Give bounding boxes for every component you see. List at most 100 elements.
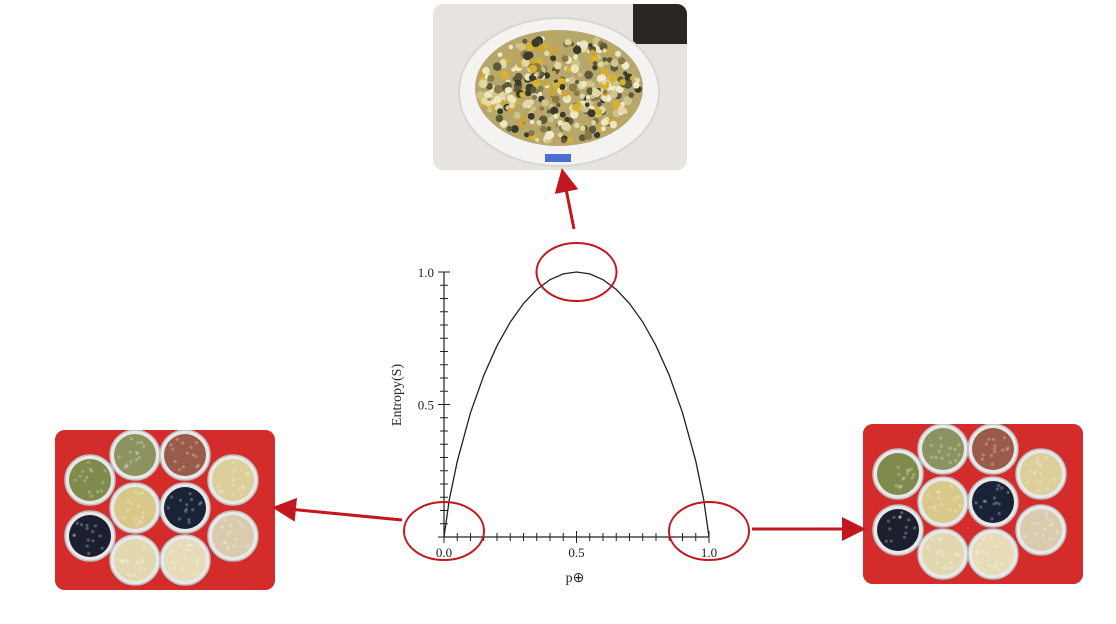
bean-texture [128,450,132,454]
bean-texture [989,536,993,540]
bean-texture [240,484,244,489]
bean-texture [237,488,241,492]
bean-texture [886,519,891,523]
bean-texture [189,543,193,547]
bean-texture [992,450,997,454]
mixed-bean [536,45,544,53]
bean-texture [135,523,139,527]
mixed-bean [615,50,621,57]
bean-texture [99,489,103,493]
bean-texture [956,495,960,499]
bean-texture [907,518,911,522]
bean-texture [949,561,953,565]
mixed-bean [598,61,604,68]
bean-texture [86,538,90,542]
bean-texture [130,502,134,506]
bean-texture [244,471,248,476]
bean-texture [171,560,175,564]
bean-texture [987,437,991,441]
bean-texture [937,490,941,494]
bean-texture [1002,436,1007,440]
mixed-bean [537,91,543,97]
mixed-bean [515,79,522,87]
bean-texture [143,568,147,572]
bean-texture [91,530,95,534]
bean-texture [240,524,244,528]
bean-texture [126,508,130,512]
bean-dish-contents [164,539,206,581]
x-tick-label: 0.5 [568,545,584,560]
bean-texture [948,460,952,465]
bean-texture [139,566,143,570]
bean-texture [85,523,89,527]
bean-texture [135,561,139,565]
bean-texture [1055,529,1059,533]
bean-texture [136,441,140,445]
bean-texture [234,537,238,541]
bean-texture [954,509,958,513]
bean-texture [98,534,102,538]
bean-texture [193,572,197,576]
bean-dish-contents [69,459,111,501]
mixed-bean [610,59,619,67]
bean-texture [941,553,945,557]
bean-texture [1046,487,1050,491]
bean-texture [978,542,982,546]
mixed-bean [551,70,557,75]
bean-texture [997,483,1001,488]
bean-texture [1038,472,1043,476]
mixed-beans-photo [433,4,687,170]
bean-texture [142,546,146,550]
mixed-bean [572,103,581,112]
bean-texture [103,469,107,473]
bean-texture [196,558,200,562]
bean-texture [906,469,910,473]
bean-texture [87,490,91,494]
mixed-bean [524,132,529,138]
mixed-bean [507,107,514,114]
bean-texture [1033,470,1037,474]
bean-texture [930,455,934,459]
bean-texture [129,437,133,441]
bean-texture [948,508,952,512]
bean-texture [216,484,221,489]
bean-texture [126,499,130,503]
mixed-bean [594,131,601,139]
bean-texture [984,442,988,446]
bean-texture [87,551,91,555]
mixed-bean [566,66,572,73]
bean-texture [83,479,87,483]
mixed-bean [572,45,582,55]
mixed-bean [535,137,539,142]
x-tick-label: 0.0 [436,545,452,560]
mixed-bean [539,106,545,111]
bean-texture [910,476,914,480]
mixed-bean [608,74,617,83]
bean-texture [884,539,888,543]
highlight-circle [535,242,618,302]
bean-texture [218,490,222,494]
mixed-bean [609,90,618,99]
bean-texture [229,530,233,534]
mixed-bean [602,48,607,53]
bean-dish-contents [69,515,111,557]
mixed-bean [554,61,562,70]
bean-texture [194,441,199,445]
bean-texture [124,558,129,562]
mixed-bean [588,43,593,48]
bean-texture [177,517,181,521]
bean-texture [976,551,981,555]
mixed-bean [574,79,580,85]
mixed-bean [600,118,608,126]
bean-dish-contents [922,533,964,575]
mixed-bean [565,78,570,83]
mixed-bean [601,126,606,131]
mixed-bean [602,80,607,85]
mixed-bean [511,67,516,72]
bean-texture [898,515,902,519]
mixed-bean [478,79,488,89]
mixed-bean [602,57,607,62]
mixed-bean [587,109,596,118]
bean-dish-contents [877,453,919,495]
bean-texture [1048,537,1052,541]
